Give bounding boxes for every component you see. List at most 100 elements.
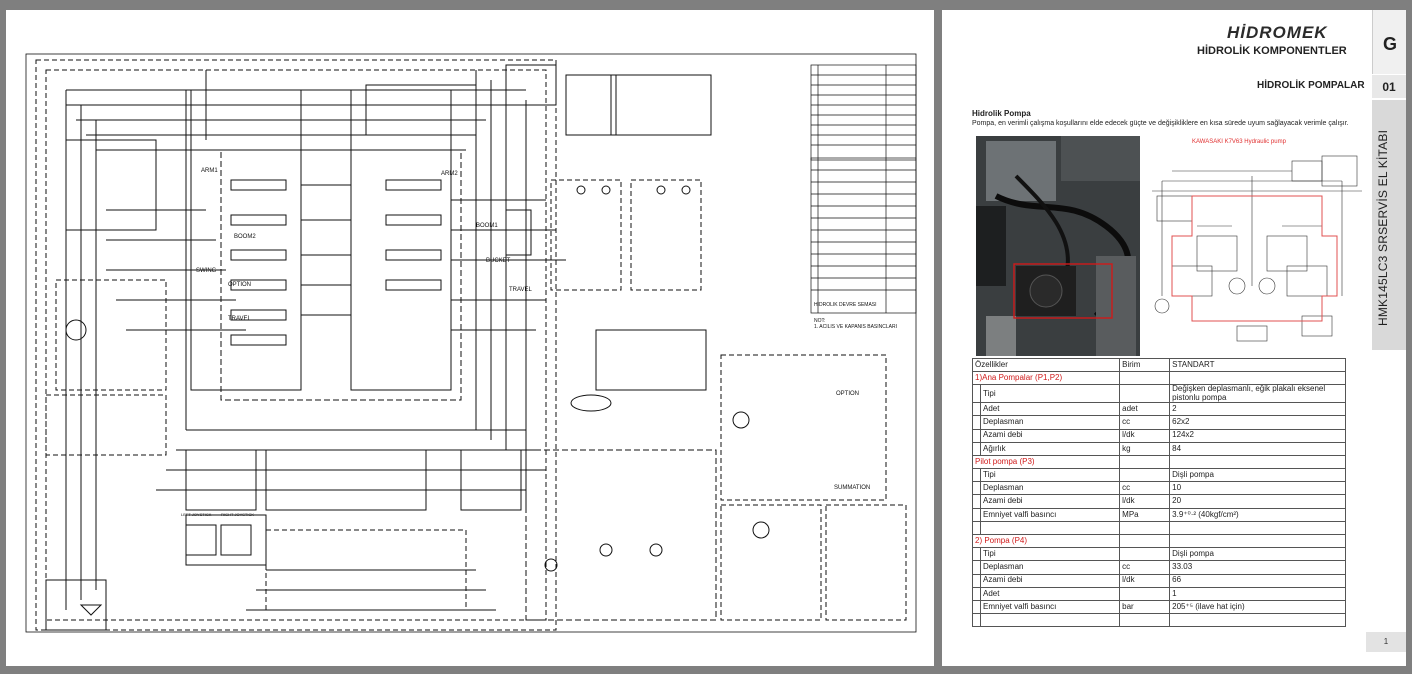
label-travel-valve: TRAVEL: [228, 316, 252, 322]
cell-value: 62x2: [1169, 415, 1346, 430]
label-left-joystick: LEFT JOYSTICK: [181, 512, 212, 517]
page-number: 1: [1366, 632, 1406, 652]
manual-title-vertical: HMK145LC3 SRSERVİS EL KİTABI: [1376, 129, 1390, 326]
chapter-tab: G: [1372, 10, 1406, 74]
subsection-header: HİDROLİK POMPALAR 01: [942, 74, 1406, 100]
cell-value: [1169, 520, 1346, 536]
cell-label: [979, 520, 1121, 536]
cell-label: Emniyet valfi basıncı: [979, 507, 1121, 522]
cell-unit: [1119, 468, 1171, 483]
table-row: Tipi Değişken deplasmanlı, eğik plakalı e…: [972, 384, 1346, 404]
cell-value: [1169, 613, 1346, 628]
cell-value: 1: [1169, 586, 1346, 601]
cell-value: Dişli pompa: [1169, 547, 1346, 562]
cell-indent: [972, 573, 981, 588]
cell-indent: [972, 547, 981, 562]
cell-indent: [972, 415, 981, 430]
cell-label: Deplasman: [979, 481, 1121, 496]
cell-indent: [972, 468, 981, 483]
subsection-title: HİDROLİK POMPALAR: [1257, 80, 1365, 91]
brand-logo: HİDROMEK: [1227, 23, 1328, 42]
cell-label: Emniyet valfi basıncı: [979, 599, 1121, 615]
cell-value: 124x2: [1169, 428, 1346, 443]
cell-indent: [972, 441, 981, 456]
cell-indent: [972, 520, 981, 536]
cell-unit: [1119, 371, 1171, 386]
table-row: Tipi Dişli pompa: [972, 468, 1346, 483]
cell-label: Tipi: [979, 384, 1121, 404]
cell-indent: [972, 599, 981, 615]
cell-value: Dişli pompa: [1169, 468, 1346, 483]
cell-unit: l/dk: [1119, 494, 1171, 509]
cell-unit: l/dk: [1119, 428, 1171, 443]
table-row: [972, 520, 1346, 536]
chapter-letter: G: [1382, 34, 1397, 54]
cell-unit: [1119, 384, 1171, 404]
cell-value: 33.03: [1169, 560, 1346, 575]
label-summation: SUMMATION: [834, 485, 870, 491]
label-boom2: BOOM2: [234, 234, 256, 240]
cell-unit: adet: [1119, 402, 1171, 417]
cell-value: [1169, 371, 1346, 386]
cell-unit: cc: [1119, 560, 1171, 575]
svg-text:1. ACILIS VE KAPANIS BASINCLAR: 1. ACILIS VE KAPANIS BASINCLARI: [814, 324, 897, 330]
cell-unit: [1119, 534, 1171, 549]
cell-value: 2: [1169, 402, 1346, 417]
cell-indent: [972, 613, 981, 628]
cell-value: 84: [1169, 441, 1346, 456]
cell-value: 20: [1169, 494, 1346, 509]
cell-indent: [972, 428, 981, 443]
side-band: [1372, 100, 1406, 350]
table-row: 2) Pompa (P4): [971, 534, 1346, 549]
cell-indent: [972, 402, 981, 417]
svg-text:NOT:: NOT:: [814, 318, 825, 324]
cell-label: Azami debi: [979, 494, 1121, 509]
section-title: HİDROLİK KOMPONENTLER: [1197, 45, 1347, 57]
intro-text: Pompa, en verimli çalışma koşullarını el…: [972, 120, 1349, 127]
cell-value: 66: [1169, 573, 1346, 588]
cell-label: Tipi: [979, 468, 1121, 483]
hydraulic-pumps-page: HİDROMEK HİDROLİK KOMPONENTLER G HİDROLİ…: [942, 10, 1406, 666]
cell-unit: [1119, 520, 1171, 536]
cell-indent: [972, 507, 981, 522]
cell-label: Azami debi: [979, 428, 1121, 443]
table-row: 1)Ana Pompalar (P1,P2): [971, 371, 1346, 386]
pump-photo: [976, 136, 1140, 356]
pump-schematic: [1142, 136, 1372, 346]
cell-unit: MPa: [1119, 507, 1171, 522]
cell-value: 3.9⁺⁰·² (40kgf/cm²): [1169, 507, 1346, 522]
cell-indent: [972, 586, 981, 601]
cell-label: Adet: [979, 402, 1121, 417]
hydraulic-circuit-diagram: HIDROLIK DEVRE SEMASI NOT: 1. ACILIS VE …: [25, 53, 917, 633]
label-boom1: BOOM1: [476, 223, 498, 229]
hydraulic-circuit-page: HIDROLIK DEVRE SEMASI NOT: 1. ACILIS VE …: [6, 10, 934, 666]
cell-value: Değişken deplasmanlı, eğik plakalı eksen…: [1169, 384, 1346, 404]
label-right-joystick: RIGHT JOYSTICK: [221, 512, 254, 517]
table-row: [972, 613, 1346, 628]
cell-indent: [972, 481, 981, 496]
cell-unit: [1119, 613, 1171, 628]
label-arm1: ARM1: [201, 168, 218, 174]
cell-unit: cc: [1119, 415, 1171, 430]
cell-unit: l/dk: [1119, 573, 1171, 588]
cell-value: 205⁺⁵ (ilave hat için): [1169, 599, 1346, 615]
table-row: Pilot pompa (P3): [971, 454, 1346, 470]
label-bucket: BUCKET: [486, 258, 511, 264]
cell-indent: [972, 560, 981, 575]
label-swing: SWING: [196, 268, 217, 274]
label-travel: TRAVEL: [509, 287, 533, 293]
cell-unit: [1119, 547, 1171, 562]
cell-value: [1169, 534, 1346, 549]
header-standard: STANDART: [1169, 357, 1346, 373]
cell-label: Deplasman: [979, 560, 1121, 575]
cell-label: Deplasman: [979, 415, 1121, 430]
cell-value: 10: [1169, 481, 1346, 496]
cell-value: [1169, 454, 1346, 470]
